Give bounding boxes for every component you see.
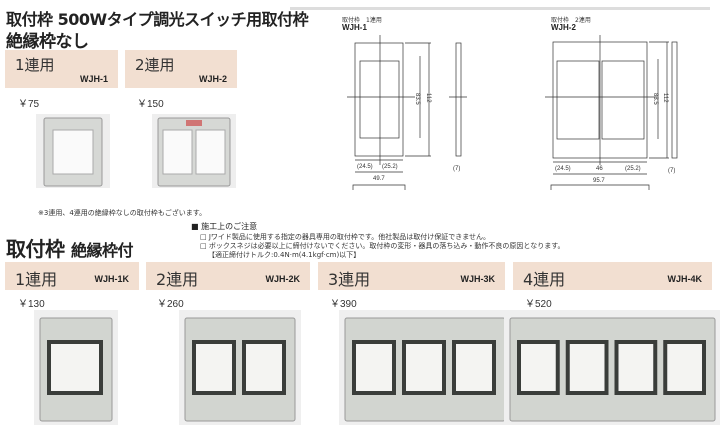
- product-band-wjh-1k: 1連用 WJH-1K: [5, 262, 139, 290]
- technical-drawing-wjh-1: 83.5 112 (24.5) (25.2) 49.7 (7): [347, 35, 467, 190]
- product-code: WJH-2: [198, 74, 227, 84]
- product-image-wjh-1: [36, 114, 110, 188]
- section1-note: ※3連用、4連用の絶縁枠なしの取付枠もございます。: [38, 209, 207, 217]
- technical-drawing-wjh-2: 83.5 112 (24.5) 46 (25.2) 95.7 (7): [545, 35, 678, 190]
- caution-heading: ■ 施工上のご注意: [191, 222, 258, 231]
- dim-depth: (7): [453, 166, 460, 172]
- product-label: 2連用: [135, 56, 175, 74]
- product-label: 1連用: [15, 56, 55, 74]
- product-image-wjh-2k: [179, 310, 301, 425]
- drawing-panel-divider: [290, 7, 710, 10]
- product-image-wjh-4k: [504, 310, 720, 425]
- dim-middle: 46: [596, 166, 603, 172]
- dim-depth: (7): [668, 168, 675, 174]
- price: ￥75: [18, 99, 40, 110]
- section1-title-line1: 取付枠 500Wタイプ調光スイッチ用取付枠: [6, 10, 309, 29]
- dim-outer-height: 112: [425, 93, 431, 103]
- caution-item: □ ボックスネジは必要以上に締付けないでください。取付枠の変形・器具の落ち込み・…: [200, 242, 565, 250]
- product-image-wjh-2: [152, 114, 236, 188]
- caution-item: □ Jワイド製品に使用する指定の器具専用の取付枠です。他社製品は取付け保証できま…: [200, 233, 490, 241]
- dim-left: (24.5): [555, 166, 571, 172]
- section1-title-line2: 絶縁枠なし: [6, 32, 89, 52]
- product-band-wjh-3k: 3連用 WJH-3K: [318, 262, 505, 290]
- product-code: WJH-1: [79, 74, 108, 84]
- dim-right: (25.2): [625, 166, 641, 172]
- product-band-wjh-4k: 4連用 WJH-4K: [513, 262, 712, 290]
- drawing-code: WJH-2: [551, 23, 576, 32]
- caution-torque: 【適正締付けトルク:0.4N·m(4.1kgf·cm)以下】: [208, 251, 361, 259]
- product-image-wjh-1k: [34, 310, 118, 425]
- dim-right: (25.2): [382, 164, 398, 170]
- drawing-caption: 取付枠 2連用: [551, 17, 591, 24]
- dim-width: 95.7: [593, 178, 605, 184]
- dim-left: (24.5): [357, 164, 373, 170]
- price: ￥520: [525, 299, 552, 310]
- product-image-wjh-3k: [339, 310, 511, 425]
- price: ￥390: [330, 299, 357, 310]
- price: ￥260: [157, 299, 184, 310]
- drawing-caption: 取付枠 1連用: [342, 17, 382, 24]
- drawing-code: WJH-1: [342, 23, 367, 32]
- product-band-wjh-1: 1連用 WJH-1: [5, 50, 118, 88]
- price: ￥130: [18, 299, 45, 310]
- section2-title: 取付枠 絶縁枠付: [6, 237, 133, 261]
- product-band-wjh-2k: 2連用 WJH-2K: [146, 262, 310, 290]
- dim-inner-height: 83.5: [652, 93, 658, 105]
- price: ￥150: [137, 99, 164, 110]
- dim-inner-height: 83.5: [414, 93, 420, 105]
- dim-outer-height: 112: [662, 93, 668, 103]
- product-band-wjh-2: 2連用 WJH-2: [125, 50, 237, 88]
- dim-width: 49.7: [373, 176, 385, 182]
